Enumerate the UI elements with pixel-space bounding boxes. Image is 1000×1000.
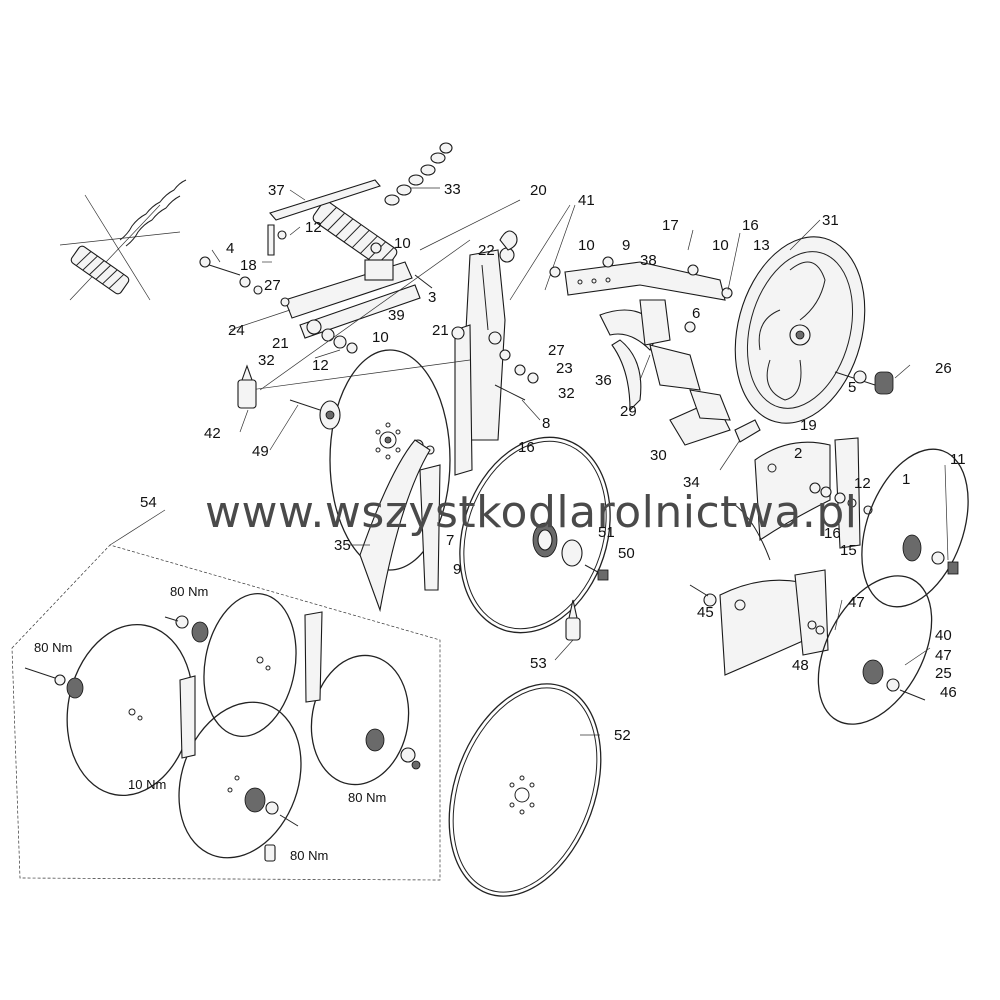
callout-25: 25	[935, 665, 952, 682]
torque-label: 10 Nm	[128, 777, 166, 792]
callout-13: 13	[753, 237, 770, 254]
torque-label: 80 Nm	[348, 790, 386, 805]
callout-46: 46	[940, 684, 957, 701]
callout-27: 27	[548, 342, 565, 359]
callout-45: 45	[697, 604, 714, 621]
callout-32: 32	[258, 352, 275, 369]
left-disc	[237, 349, 451, 613]
callouts: 37 33 20 41 12 10 22 10 9 17 16 31 10 13…	[34, 181, 966, 863]
callout-22: 22	[478, 242, 495, 259]
callout-52: 52	[614, 727, 631, 744]
callout-34: 34	[683, 474, 700, 491]
callout-47: 47	[935, 647, 952, 664]
callout-21: 21	[272, 335, 289, 352]
watermark-text: www.wszystkodlarolnictwa.pl	[205, 487, 858, 538]
callout-36: 36	[595, 372, 612, 389]
callout-7: 7	[446, 532, 454, 549]
callout-16: 16	[824, 525, 841, 542]
callout-12: 12	[854, 475, 871, 492]
callout-11: 11	[950, 451, 966, 468]
callout-10: 10	[394, 235, 411, 252]
callout-10: 10	[712, 237, 729, 254]
loose-disc	[448, 683, 602, 897]
leader-lines	[211, 187, 949, 736]
central-frame	[249, 199, 576, 476]
callout-12: 12	[305, 219, 322, 236]
callout-10: 10	[372, 329, 389, 346]
callout-35: 35	[334, 537, 351, 554]
callout-29: 29	[620, 403, 637, 420]
callout-19: 19	[800, 417, 817, 434]
callout-6: 6	[692, 305, 700, 322]
callout-9: 9	[622, 237, 630, 254]
callout-41: 41	[578, 192, 595, 209]
callout-9: 9	[453, 561, 461, 578]
callout-33: 33	[444, 181, 461, 198]
callout-37: 37	[268, 182, 285, 199]
upper-bracket	[549, 256, 761, 446]
callout-54: 54	[140, 494, 157, 511]
torque-label: 80 Nm	[170, 584, 208, 599]
inset-box	[11, 509, 441, 881]
callout-23: 23	[556, 360, 573, 377]
callout-5: 5	[848, 379, 856, 396]
callout-8: 8	[542, 415, 550, 432]
callout-50: 50	[618, 545, 635, 562]
callout-3: 3	[428, 289, 436, 306]
callout-16: 16	[742, 217, 759, 234]
callout-12: 12	[312, 357, 329, 374]
torque-label: 80 Nm	[34, 640, 72, 655]
callout-32: 32	[558, 385, 575, 402]
callout-1: 1	[902, 471, 910, 488]
callout-47: 47	[848, 594, 865, 611]
callout-51: 51	[598, 524, 615, 541]
callout-21: 21	[432, 322, 449, 339]
center-disc	[459, 436, 611, 641]
spring-assembly	[267, 142, 453, 270]
callout-18: 18	[240, 257, 257, 274]
callout-10: 10	[578, 237, 595, 254]
callout-39: 39	[388, 307, 405, 324]
callout-49: 49	[252, 443, 269, 460]
callout-31: 31	[822, 212, 839, 229]
depth-wheel	[734, 236, 894, 424]
callout-40: 40	[935, 627, 952, 644]
link-arms	[199, 242, 433, 354]
callout-24: 24	[228, 322, 245, 339]
callout-16: 16	[518, 439, 535, 456]
loose-spring-detail	[59, 179, 187, 301]
callout-30: 30	[650, 447, 667, 464]
callout-53: 53	[530, 655, 547, 672]
callout-38: 38	[640, 252, 657, 269]
callout-20: 20	[530, 182, 547, 199]
right-lower-discs	[689, 569, 933, 725]
callout-17: 17	[662, 217, 679, 234]
right-upper-discs	[734, 437, 969, 608]
callout-26: 26	[935, 360, 952, 377]
torque-label: 80 Nm	[290, 848, 328, 863]
callout-42: 42	[204, 425, 221, 442]
callout-27: 27	[264, 277, 281, 294]
callout-15: 15	[840, 542, 857, 559]
callout-2: 2	[794, 445, 802, 462]
callout-4: 4	[226, 240, 234, 257]
callout-48: 48	[792, 657, 809, 674]
